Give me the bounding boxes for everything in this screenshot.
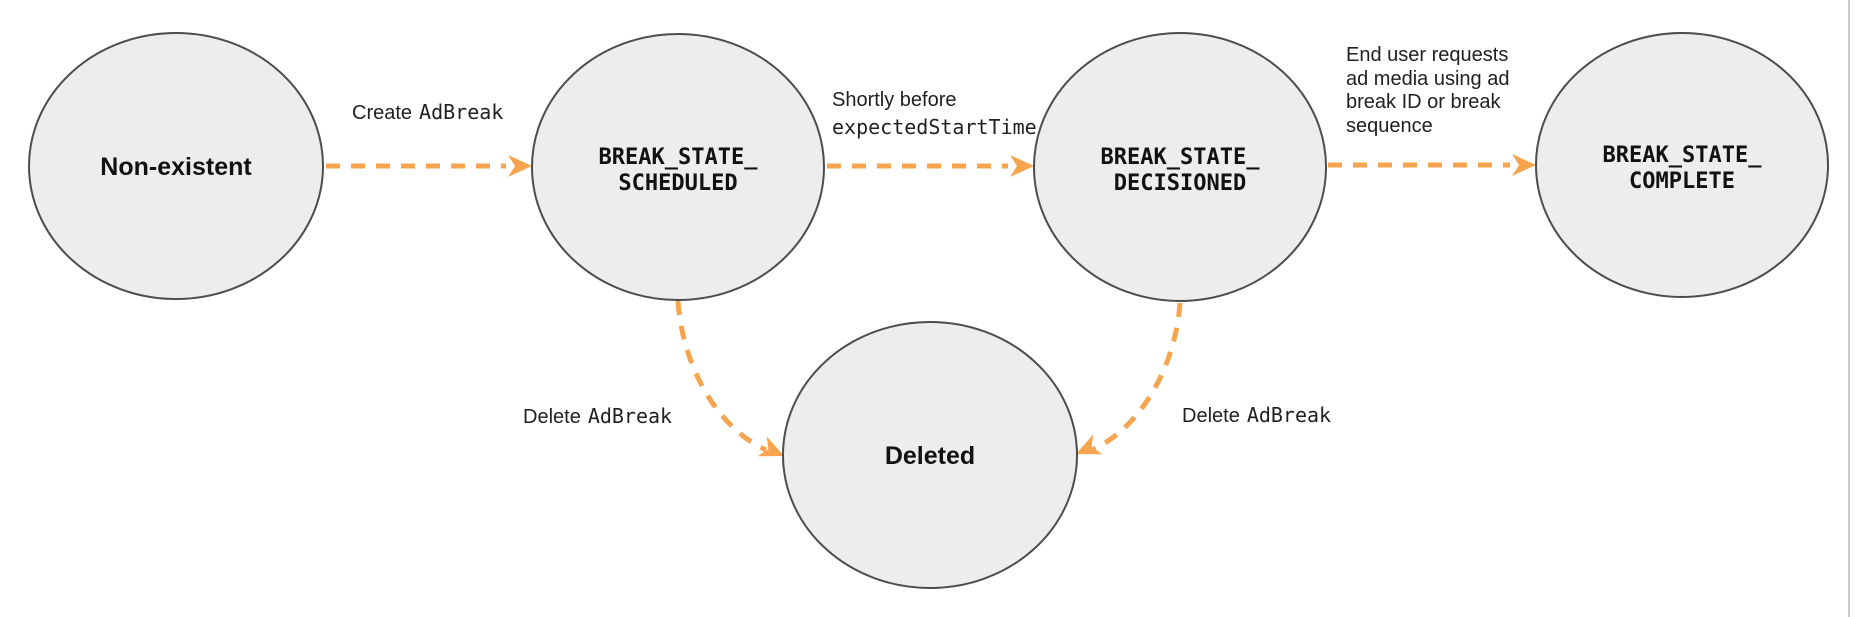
edge-label-text: Delete xyxy=(523,406,581,428)
node-non-existent xyxy=(28,32,324,300)
arrowhead-icon xyxy=(508,155,532,177)
node-label-scheduled-line1: BREAK_STATE_ xyxy=(599,145,759,170)
edge-label-text: break ID or break xyxy=(1346,91,1501,113)
edge-label-code: AdBreak xyxy=(419,100,504,124)
node-label-complete-line2: COMPLETE xyxy=(1629,169,1735,194)
edge-label-text: Create xyxy=(352,102,413,124)
edge-label-text: ad media using ad xyxy=(1346,67,1510,90)
edge-label-code: AdBreak xyxy=(1246,403,1332,427)
node-label-decisioned-line1: BREAK_STATE_ xyxy=(1101,145,1261,170)
edge-label-text: Shortly before xyxy=(832,89,957,111)
arrowhead-icon xyxy=(1512,154,1536,176)
node-deleted xyxy=(782,321,1078,589)
edge-label-shortly-before: Shortly before expectedStartTime xyxy=(832,87,1037,141)
edge-label-code: expectedStartTime xyxy=(832,115,1037,139)
node-break-state-decisioned xyxy=(1033,32,1327,302)
edge-label-text: Delete xyxy=(1182,405,1240,427)
edge-delete-from-decisioned-line xyxy=(1090,302,1183,453)
node-label-decisioned-line2: DECISIONED xyxy=(1114,171,1246,196)
edge-delete-from-scheduled-line xyxy=(675,300,768,453)
edge-label-code: AdBreak xyxy=(587,404,673,428)
edge-label-end-user-request: End user requests ad media using ad brea… xyxy=(1346,44,1509,138)
page-border xyxy=(1848,0,1850,617)
node-break-state-scheduled xyxy=(531,33,825,301)
edge-label-create-adbreak: Create AdBreak xyxy=(352,100,503,125)
edge-label-text: sequence xyxy=(1346,114,1433,137)
arrowhead-icon xyxy=(1076,434,1103,455)
node-label-non-existent: Non-existent xyxy=(100,153,252,181)
edge-label-delete-adbreak-left: Delete AdBreak xyxy=(523,404,672,429)
edge-label-text: End user requests xyxy=(1346,44,1509,66)
node-break-state-complete xyxy=(1535,32,1829,298)
arrowhead-icon xyxy=(757,436,784,457)
edge-label-delete-adbreak-right: Delete AdBreak xyxy=(1182,403,1331,428)
node-label-scheduled-line2: SCHEDULED xyxy=(618,171,737,196)
node-label-complete-line1: BREAK_STATE_ xyxy=(1603,143,1763,168)
node-label-deleted: Deleted xyxy=(885,442,975,470)
arrowhead-icon xyxy=(1010,155,1034,177)
